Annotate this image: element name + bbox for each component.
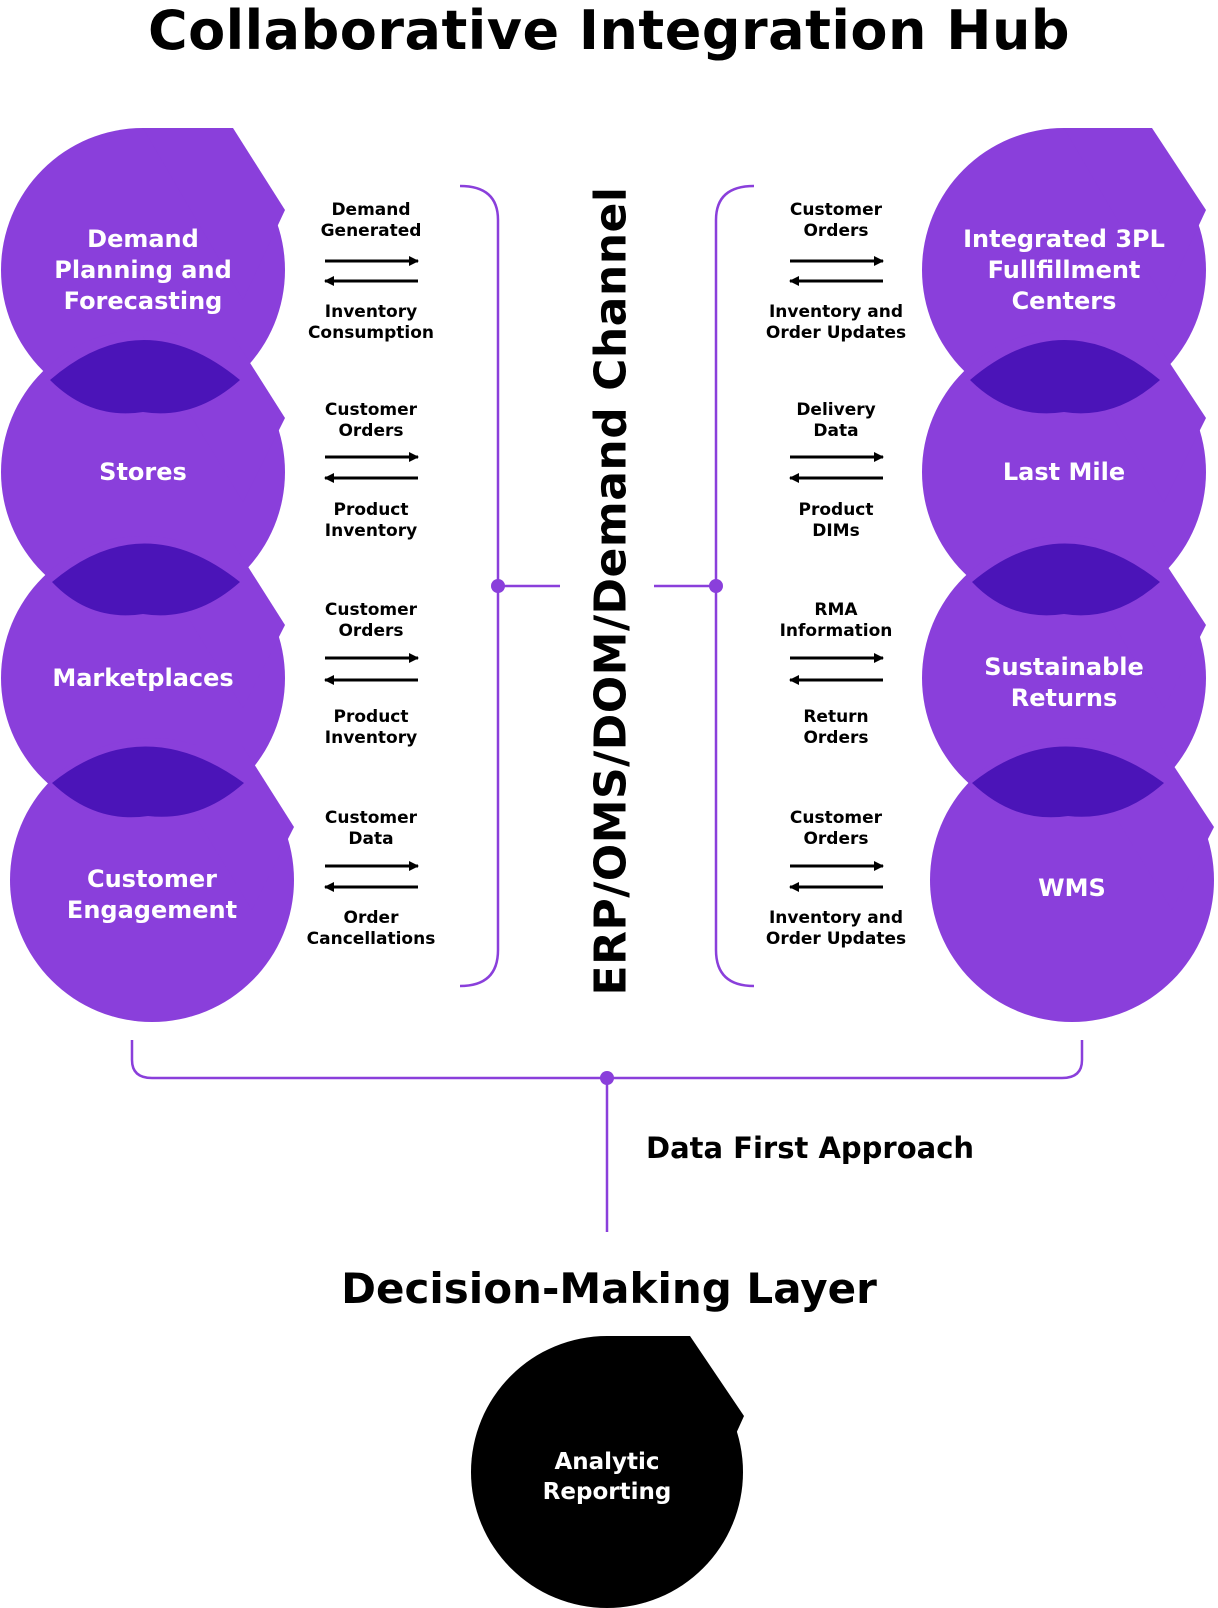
- left-flow-4-bottom: Order Cancellations: [306, 908, 436, 949]
- analytic-reporting-node: [471, 1336, 744, 1608]
- left-flow-4-top: Customer Data: [324, 808, 418, 849]
- left-flow-3-bottom: Product Inventory: [324, 707, 418, 748]
- left-flow-1-top: Demand Generated: [320, 200, 422, 241]
- node-label-customer-engagement: Customer Engagement: [66, 865, 238, 924]
- node-label-stores: Stores: [99, 457, 187, 486]
- node-label-sustainable-returns: Sustainable Returns: [984, 653, 1144, 712]
- node-label-marketplaces: Marketplaces: [52, 663, 234, 692]
- left-flow-2-bottom: Product Inventory: [324, 500, 418, 541]
- left-overlap-3: [52, 746, 244, 818]
- right-flow-1-bottom: Inventory and Order Updates: [765, 302, 907, 343]
- right-overlap-2: [972, 543, 1160, 616]
- left-arrow-pair-2: [324, 452, 419, 483]
- left-arrow-pair-3: [324, 653, 419, 685]
- right-arrow-pair-2: [789, 452, 884, 483]
- data-first-label: Data First Approach: [646, 1131, 975, 1165]
- node-label-last-mile: Last Mile: [1002, 457, 1126, 486]
- right-flow-3-bottom: Return Orders: [803, 707, 869, 748]
- left-bracket: [459, 184, 560, 988]
- left-overlap-1: [50, 340, 240, 414]
- left-overlap-2: [52, 543, 240, 616]
- left-flow-1-bottom: Inventory Consumption: [307, 302, 435, 343]
- right-arrow-pair-3: [789, 653, 884, 685]
- decision-layer-title: Decision-Making Layer: [341, 1264, 877, 1313]
- right-arrow-pair-4: [789, 861, 884, 892]
- page-title: Collaborative Integration Hub: [147, 0, 1071, 62]
- center-channel-label: ERP/OMS/DOM/Demand Channel: [585, 186, 637, 996]
- analytic-reporting-label: Analytic Reporting: [542, 1449, 672, 1505]
- node-label-wms: WMS: [1038, 873, 1106, 902]
- right-bracket: [654, 184, 755, 988]
- right-arrow-pair-1: [789, 256, 884, 286]
- node-label-demand-planning: Demand Planning and Forecasting: [54, 224, 232, 315]
- bottom-connector: [130, 1040, 1084, 1232]
- left-flow-3-top: Customer Orders: [324, 600, 418, 641]
- left-arrow-pair-4: [324, 861, 419, 892]
- node-label-3pl-centers: Integrated 3PL Fullfillment Centers: [963, 224, 1165, 315]
- right-flow-2-top: Delivery Data: [796, 400, 876, 441]
- right-flow-1-top: Customer Orders: [789, 200, 883, 241]
- right-overlap-1: [970, 340, 1160, 414]
- left-arrow-pair-1: [324, 256, 419, 286]
- right-overlap-3: [972, 746, 1164, 818]
- right-flow-4-bottom: Inventory and Order Updates: [765, 908, 907, 949]
- left-flow-2-top: Customer Orders: [324, 400, 418, 441]
- right-flow-4-top: Customer Orders: [789, 808, 883, 849]
- right-flow-3-top: RMA Information: [779, 600, 893, 641]
- right-flow-2-bottom: Product DIMs: [798, 500, 874, 541]
